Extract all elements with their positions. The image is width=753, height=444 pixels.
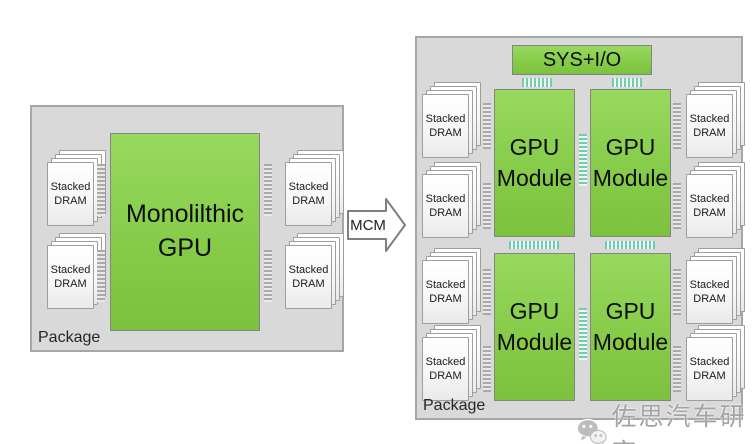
dram-sheet-front: Stacked DRAM [422, 174, 469, 238]
stacked-dram-stack: Stacked DRAM [422, 248, 481, 324]
dram-interconnect-bar [673, 269, 681, 315]
module-interconnect-bar [579, 134, 587, 186]
dram-interconnect-bar [483, 183, 491, 229]
gpu-module-label: GPU Module [592, 297, 669, 355]
sys-io-block: SYS+I/O [512, 45, 652, 75]
stacked-dram-stack: Stacked DRAM [47, 150, 106, 226]
dram-interconnect-bar [673, 183, 681, 229]
dram-interconnect-bar [673, 346, 681, 392]
monolithic-package: Monolilthic GPU Stacked DRAM Stacked DRA… [30, 105, 344, 352]
gpu-module-label: GPU Module [592, 133, 669, 191]
dram-sheet-front: Stacked DRAM [47, 162, 94, 226]
stacked-dram-stack: Stacked DRAM [422, 82, 481, 158]
gpu-module: GPU Module [494, 253, 575, 401]
watermark: 佐思汽车研究 [576, 397, 753, 444]
dram-interconnect-bar [264, 164, 272, 216]
dram-sheet-front: Stacked DRAM [422, 260, 469, 324]
gpu-module-label: GPU Module [496, 297, 573, 355]
stacked-dram-label: Stacked DRAM [288, 263, 329, 290]
dram-interconnect-bar [483, 103, 491, 149]
dram-sheet-front: Stacked DRAM [686, 174, 733, 238]
stacked-dram-label: Stacked DRAM [425, 192, 466, 219]
stacked-dram-stack: Stacked DRAM [422, 325, 481, 401]
dram-interconnect-bar [673, 103, 681, 149]
monolithic-gpu-label: Monolilthic GPU [125, 200, 245, 262]
gpu-module: GPU Module [494, 89, 575, 237]
sysio-interconnect-bar [522, 78, 552, 87]
module-interconnect-bar [579, 308, 587, 360]
dram-sheet-front: Stacked DRAM [422, 337, 469, 401]
stacked-dram-label: Stacked DRAM [425, 355, 466, 382]
stacked-dram-label: Stacked DRAM [425, 112, 466, 139]
dram-sheet-front: Stacked DRAM [686, 260, 733, 324]
stacked-dram-stack: Stacked DRAM [285, 233, 344, 309]
dram-interconnect-bar [483, 346, 491, 392]
dram-interconnect-bar [97, 164, 105, 216]
gpu-module: GPU Module [590, 89, 671, 237]
module-interconnect-bar [605, 241, 655, 249]
stacked-dram-stack: Stacked DRAM [285, 150, 344, 226]
module-interconnect-bar [509, 241, 559, 249]
stacked-dram-label: Stacked DRAM [689, 112, 730, 139]
dram-sheet-front: Stacked DRAM [285, 245, 332, 309]
stacked-dram-stack: Stacked DRAM [686, 162, 745, 238]
mcm-package: SYS+I/O GPU Module GPU Module GPU Module… [415, 36, 745, 420]
dram-sheet-front: Stacked DRAM [285, 162, 332, 226]
mcm-arrow-label: MCM [350, 216, 386, 234]
mcm-arrow: MCM [346, 196, 408, 254]
stacked-dram-stack: Stacked DRAM [686, 325, 745, 401]
stacked-dram-label: Stacked DRAM [50, 180, 91, 207]
watermark-text: 佐思汽车研究 [611, 403, 747, 444]
stacked-dram-stack: Stacked DRAM [686, 248, 745, 324]
dram-sheet-front: Stacked DRAM [686, 94, 733, 158]
stacked-dram-label: Stacked DRAM [689, 192, 730, 219]
gpu-module: GPU Module [590, 253, 671, 401]
stacked-dram-label: Stacked DRAM [288, 180, 329, 207]
monolithic-gpu-die: Monolilthic GPU [110, 133, 260, 331]
wechat-logo-icon [576, 418, 607, 444]
stacked-dram-label: Stacked DRAM [689, 278, 730, 305]
gpu-module-label: GPU Module [496, 133, 573, 191]
stacked-dram-label: Stacked DRAM [50, 263, 91, 290]
stacked-dram-label: Stacked DRAM [425, 278, 466, 305]
sysio-interconnect-bar [612, 78, 642, 87]
package-label: Package [38, 329, 101, 346]
stacked-dram-label: Stacked DRAM [689, 355, 730, 382]
sys-io-label: SYS+I/O [542, 48, 622, 71]
dram-sheet-front: Stacked DRAM [422, 94, 469, 158]
dram-sheet-front: Stacked DRAM [686, 337, 733, 401]
stacked-dram-stack: Stacked DRAM [422, 162, 481, 238]
right-arrow-icon [347, 198, 406, 252]
dram-interconnect-bar [264, 250, 272, 302]
stacked-dram-stack: Stacked DRAM [686, 82, 745, 158]
package-label: Package [423, 397, 486, 414]
dram-interconnect-bar [97, 250, 105, 302]
dram-sheet-front: Stacked DRAM [47, 245, 94, 309]
dram-interconnect-bar [483, 269, 491, 315]
